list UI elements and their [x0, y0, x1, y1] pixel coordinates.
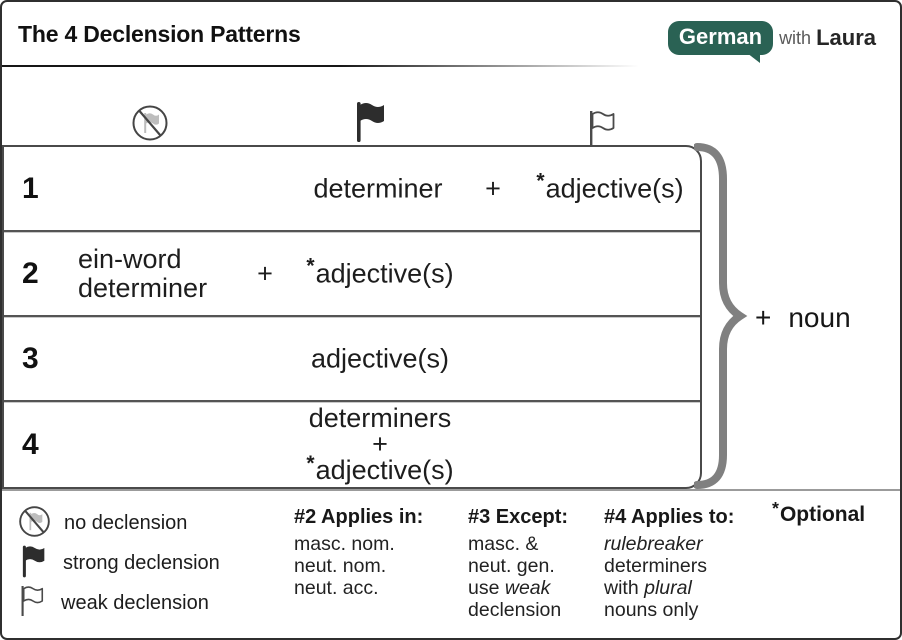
- curly-brace: [694, 143, 748, 489]
- pattern-table: 1 determiner + *adjective(s) 2 ein-word …: [2, 145, 702, 489]
- legend-label: weak declension: [61, 592, 209, 614]
- no-cell-line1: ein-word: [78, 243, 182, 274]
- strong-cell-text: adjective(s): [315, 258, 454, 288]
- note-column-4: #4 Applies to: rulebreaker determiners w…: [604, 506, 769, 621]
- note-line: masc. nom.: [294, 533, 459, 555]
- note-text-italic: weak: [504, 577, 551, 600]
- optional-note: *Optional: [772, 498, 866, 527]
- weak-cell-text: adjective(s): [545, 173, 684, 203]
- note-heading: #4 Applies to:: [604, 506, 735, 528]
- note-text: determiners: [604, 555, 707, 578]
- optional-asterisk: *: [536, 169, 545, 193]
- row-number: 1: [22, 171, 39, 205]
- note-text-italic: rulebreaker: [604, 533, 703, 555]
- note-line: rulebreaker: [604, 533, 769, 555]
- note-line: determiners: [604, 555, 769, 577]
- note-text: neut. gen.: [468, 555, 555, 578]
- strong-declension-flag-icon: [351, 100, 391, 149]
- no-cell-line2: determiner: [78, 272, 208, 303]
- optional-label: Optional: [779, 503, 866, 526]
- plus-noun-result: + noun: [755, 302, 851, 334]
- weak-cell: *adjective(s): [536, 169, 684, 204]
- no-declension-flag-icon: [131, 104, 169, 147]
- note-heading: #3 Except:: [468, 506, 569, 528]
- logo-connector-text: with: [779, 27, 812, 48]
- title-underline: [2, 65, 652, 67]
- strong-declension-flag-icon: [18, 544, 50, 584]
- pattern-row-4: 4 determiners + *adjective(s): [4, 402, 700, 487]
- logo-name-text: Laura: [816, 25, 876, 51]
- pattern-row-1: 1 determiner + *adjective(s): [4, 147, 700, 232]
- note-heading: #2 Applies in:: [294, 506, 424, 528]
- plus-sign: +: [485, 173, 501, 203]
- no-declension-flag-icon: [18, 505, 51, 543]
- optional-asterisk: *: [306, 254, 315, 278]
- row4-line3: adjective(s): [315, 455, 454, 486]
- result-plus-sign: +: [755, 302, 772, 333]
- row-number: 3: [22, 341, 39, 375]
- flag-legend: no declension strong declension weak dec…: [18, 505, 220, 622]
- note-text: declension: [468, 599, 562, 622]
- page-title: The 4 Declension Patterns: [18, 21, 301, 47]
- strong-cell: determiners + *adjective(s): [306, 402, 454, 486]
- note-column-3: #3 Except: masc. & neut. gen. use weak d…: [468, 506, 608, 621]
- pattern-row-3: 3 adjective(s): [4, 317, 700, 402]
- weak-declension-flag-icon: [586, 110, 620, 151]
- note-text: neut. nom.: [294, 555, 387, 578]
- note-text: nouns only: [604, 599, 699, 622]
- row4-line1: determiners: [308, 402, 452, 433]
- legend-item-no-declension: no declension: [18, 505, 220, 543]
- legend-label: strong declension: [63, 552, 220, 574]
- strong-cell: *adjective(s): [306, 254, 454, 289]
- note-text: masc. nom.: [294, 533, 395, 555]
- row4-plus: +: [372, 429, 388, 460]
- note-text: with: [604, 577, 645, 600]
- optional-asterisk: *: [772, 497, 779, 518]
- legend-label: no declension: [64, 512, 188, 534]
- pattern-row-2: 2 ein-word determiner + *adjective(s): [4, 232, 700, 317]
- optional-asterisk: *: [306, 452, 315, 476]
- german-with-laura-logo: German with Laura: [667, 21, 876, 64]
- weak-declension-flag-icon: [18, 585, 48, 622]
- logo-speech-bubble: German: [667, 21, 774, 64]
- legend-item-weak-declension: weak declension: [18, 585, 220, 622]
- row-number: 2: [22, 256, 39, 290]
- legend-item-strong-declension: strong declension: [18, 545, 220, 580]
- note-text: masc. &: [468, 533, 539, 555]
- footer-separator: [2, 489, 900, 491]
- strong-cell: determiner: [313, 173, 443, 203]
- plus-sign: +: [257, 258, 273, 288]
- note-line: masc. &: [468, 533, 608, 555]
- no-declension-cell: ein-word determiner: [78, 244, 207, 302]
- note-text: use: [468, 577, 505, 600]
- note-line: declension: [468, 599, 608, 621]
- result-noun-text: noun: [788, 302, 851, 333]
- note-line: neut. gen.: [468, 555, 608, 577]
- note-text: neut. acc.: [294, 577, 379, 600]
- note-line: use weak: [468, 577, 608, 599]
- note-text-italic: plural: [644, 577, 692, 600]
- note-line: with plural: [604, 577, 769, 599]
- note-column-2: #2 Applies in: masc. nom. neut. nom. neu…: [294, 506, 459, 599]
- note-line: nouns only: [604, 599, 769, 621]
- strong-cell: adjective(s): [310, 343, 450, 373]
- note-line: neut. acc.: [294, 577, 459, 599]
- row-number: 4: [22, 427, 39, 461]
- note-line: neut. nom.: [294, 555, 459, 577]
